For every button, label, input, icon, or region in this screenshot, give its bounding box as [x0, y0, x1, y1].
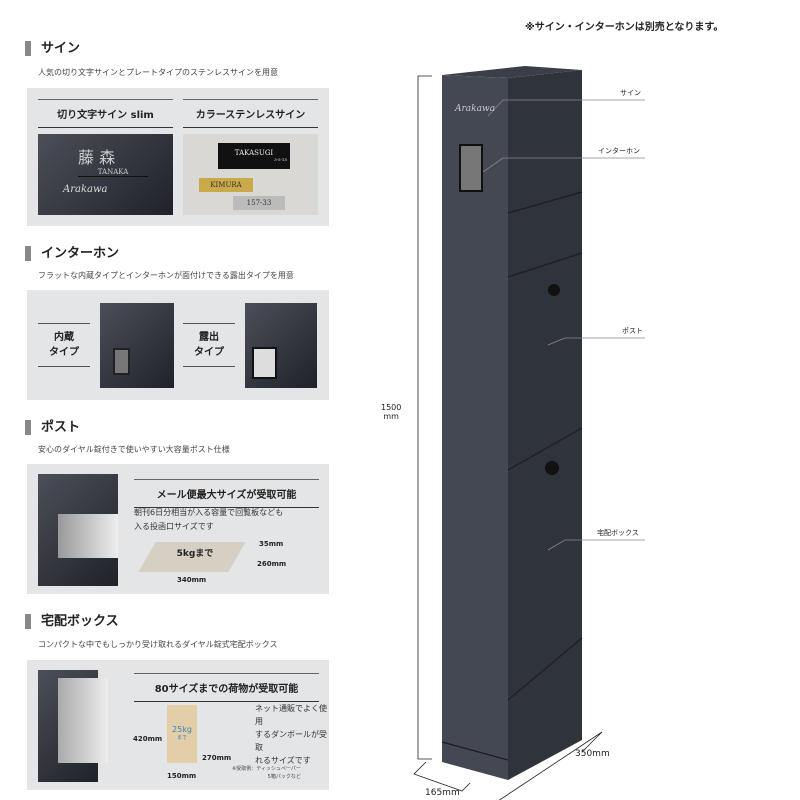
intercom-icon	[459, 144, 483, 192]
exposed-intercom-image	[245, 303, 317, 388]
intercom-section-desc: フラットな内蔵タイプとインターホンが面付けできる露出タイプを用意	[38, 271, 294, 280]
separate-sale-note: ※サイン・インターホンは別売となります。	[525, 22, 724, 33]
builtin-type-label: 内蔵タイプ	[38, 323, 90, 367]
delivery-height-dim: 420mm	[133, 735, 163, 743]
post-headline: メール便最大サイズが受取可能	[134, 479, 319, 508]
pillar-side-face	[442, 75, 508, 780]
post-open-image	[38, 474, 118, 586]
post-width-dim: 340mm	[177, 576, 207, 584]
sign-section-desc: 人気の切り文字サインとプレートタイプのステンレスサインを用意	[38, 68, 278, 77]
sign-script: Arakawa	[63, 184, 108, 195]
pillar-top	[442, 66, 582, 78]
builtin-intercom-image	[100, 303, 174, 388]
sign-panel: 切り文字サイン slim カラーステンレスサイン 藤 森 TANAKA Arak…	[27, 88, 329, 226]
sign-section-title: サイン	[25, 41, 80, 56]
callout-sign: サイン	[620, 89, 641, 97]
pillar-sign-script: Arakawa	[455, 104, 496, 114]
pillar-front-face	[508, 70, 582, 780]
callout-intercom: インターホン	[598, 147, 640, 155]
delivery-body: ネット通販でよく使用するダンボールが受取れるサイズです	[255, 704, 327, 765]
depth-dimension: 350mm	[575, 749, 610, 759]
post-panel: メール便最大サイズが受取可能 朝刊6日分相当が入る容量で回覧板なども入る投函口サ…	[27, 464, 329, 594]
delivery-section-title: 宅配ボックス	[25, 614, 119, 629]
plate-silver: 157-33	[233, 196, 285, 210]
exposed-type-label: 露出タイプ	[183, 323, 235, 367]
sign-roman: TANAKA	[78, 168, 148, 177]
delivery-depth-dim: 270mm	[202, 754, 232, 762]
delivery-width-dim: 150mm	[167, 772, 197, 780]
callout-post: ポスト	[622, 327, 643, 335]
post-section-title: ポスト	[25, 420, 80, 435]
post-dial-lock-icon	[548, 284, 560, 296]
delivery-headline: 80サイズまでの荷物が受取可能	[134, 673, 319, 702]
cut-letter-sign-image: 藤 森 TANAKA Arakawa	[38, 134, 173, 215]
cut-letter-sign-header: 切り文字サイン slim	[38, 99, 173, 128]
post-depth-dim: 260mm	[257, 560, 287, 568]
delivery-dial-lock-icon	[545, 461, 559, 475]
delivery-box-open-image	[38, 670, 108, 782]
post-section-desc: 安心のダイヤル錠付きで使いやすい大容量ポスト仕様	[38, 445, 230, 454]
post-height-dim: 35mm	[259, 540, 284, 548]
intercom-panel: 内蔵タイプ 露出タイプ	[27, 290, 329, 400]
sign-kanji: 藤 森	[78, 148, 116, 167]
intercom-section-title: インターホン	[25, 246, 119, 261]
delivery-section-desc: コンパクトな中でもしっかり受け取れるダイヤル錠式宅配ボックス	[38, 640, 278, 649]
plate-gold: KIMURA	[199, 178, 253, 192]
color-stainless-sign-header: カラーステンレスサイン	[183, 99, 318, 128]
width-dimension: 165mm	[425, 788, 460, 798]
callout-delivery-box: 宅配ボックス	[597, 529, 639, 537]
post-body: 朝刊6日分相当が入る容量で回覧板なども入る投函口サイズです	[134, 508, 284, 531]
